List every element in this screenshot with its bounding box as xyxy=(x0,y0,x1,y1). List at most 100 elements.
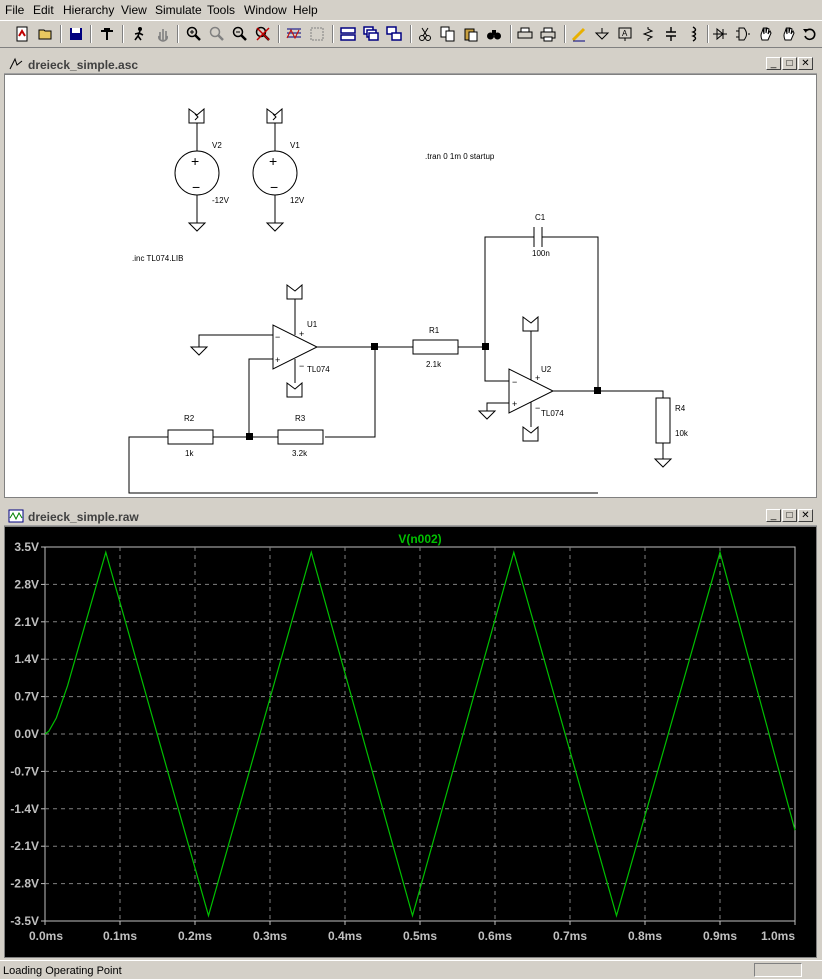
waveform-window-title: dreieck_simple.raw xyxy=(28,510,139,524)
x-tick-label: 0.4ms xyxy=(328,929,362,943)
tile-horizontal-icon[interactable] xyxy=(338,24,358,44)
menu-view[interactable]: View xyxy=(121,3,147,17)
cancel-zoom-icon[interactable] xyxy=(253,24,273,44)
junction-dot xyxy=(246,433,253,440)
menu-simulate[interactable]: Simulate xyxy=(155,3,202,17)
find-icon[interactable] xyxy=(484,24,504,44)
halt-icon[interactable] xyxy=(153,24,173,44)
zoom-in-icon[interactable] xyxy=(184,24,204,44)
y-tick-label: 1.4V xyxy=(14,652,39,666)
resistor-r2[interactable] xyxy=(128,429,598,494)
r2-name: R2 xyxy=(184,414,195,423)
label-net-icon[interactable]: A xyxy=(615,24,635,44)
x-tick-label: 0.8ms xyxy=(628,929,662,943)
waveform-close-button[interactable]: ✕ xyxy=(798,509,813,522)
menu-bar: File Edit Hierarchy View Simulate Tools … xyxy=(0,0,822,20)
tran-directive[interactable]: .tran 0 1m 0 startup xyxy=(425,152,495,161)
schematic-close-button[interactable]: ✕ xyxy=(798,57,813,70)
svg-text:A: A xyxy=(622,29,628,38)
u2-vminus-sign: − xyxy=(535,403,540,413)
v1-plus-sign: + xyxy=(269,153,277,169)
menu-hierarchy[interactable]: Hierarchy xyxy=(63,3,115,17)
open-icon[interactable] xyxy=(36,24,56,44)
cut-icon[interactable] xyxy=(415,24,435,44)
capacitor-icon[interactable] xyxy=(661,24,681,44)
v2-minus-sign: − xyxy=(192,179,200,195)
u1-vplus-sign: + xyxy=(299,329,304,339)
x-tick-label: 0.1ms xyxy=(103,929,137,943)
r2-value: 1k xyxy=(185,449,194,458)
zoom-out-icon[interactable] xyxy=(230,24,250,44)
v2-plus-sign: + xyxy=(191,153,199,169)
y-tick-label: 3.5V xyxy=(14,540,39,554)
y-tick-label: 2.1V xyxy=(14,615,39,629)
draw-wire-icon[interactable] xyxy=(569,24,589,44)
save-icon[interactable] xyxy=(66,24,86,44)
menu-help[interactable]: Help xyxy=(293,3,318,17)
diode-icon[interactable] xyxy=(710,24,730,44)
ground-icon[interactable] xyxy=(592,24,612,44)
schematic-window-title: dreieck_simple.asc xyxy=(28,58,139,72)
y-tick-label: 2.8V xyxy=(14,577,39,591)
opamp-u1[interactable] xyxy=(189,283,376,438)
control-panel-icon[interactable] xyxy=(97,24,117,44)
undo-icon[interactable] xyxy=(800,24,820,44)
move-icon[interactable] xyxy=(756,24,776,44)
menu-tools[interactable]: Tools xyxy=(207,3,236,17)
waveform-minimize-button[interactable]: _ xyxy=(766,509,781,522)
cascade-icon[interactable] xyxy=(361,24,381,44)
capacitor-c1[interactable] xyxy=(484,227,599,391)
schematic-canvas[interactable]: + − + − + − + − + − + − V2 -12V V1 12V .… xyxy=(4,74,817,498)
r4-name: R4 xyxy=(675,404,686,413)
drag-icon[interactable] xyxy=(779,24,799,44)
opamp-u2[interactable] xyxy=(477,315,664,442)
trace-v-n002[interactable] xyxy=(44,550,796,918)
v1-minus-sign: − xyxy=(270,179,278,195)
print-preview-icon[interactable] xyxy=(515,24,535,44)
voltage-source-v2[interactable] xyxy=(174,107,220,232)
u2-inv-sign: − xyxy=(512,377,517,387)
autorange-icon[interactable] xyxy=(284,24,304,44)
y-tick-label: -1.4V xyxy=(10,802,39,816)
r1-name: R1 xyxy=(429,326,440,335)
u2-vplus-sign: + xyxy=(535,373,540,383)
schematic-minimize-button[interactable]: _ xyxy=(766,57,781,70)
x-tick-label: 0.0ms xyxy=(29,929,63,943)
x-tick-label: 0.9ms xyxy=(703,929,737,943)
schematic-maximize-button[interactable]: □ xyxy=(782,57,797,70)
waveform-window-titlebar[interactable]: dreieck_simple.raw _ □ ✕ xyxy=(4,508,817,526)
resistor-r3[interactable] xyxy=(249,429,324,445)
junction-dot xyxy=(594,387,601,394)
tile-vertical-icon[interactable] xyxy=(384,24,404,44)
new-schematic-icon[interactable] xyxy=(12,24,32,44)
x-tick-label: 0.3ms xyxy=(253,929,287,943)
zoom-full-icon[interactable] xyxy=(207,24,227,44)
v2-value: -12V xyxy=(212,196,230,205)
resistor-icon[interactable] xyxy=(638,24,658,44)
waveform-maximize-button[interactable]: □ xyxy=(782,509,797,522)
menu-window[interactable]: Window xyxy=(244,3,287,17)
grid-icon[interactable] xyxy=(307,24,327,44)
v1-name: V1 xyxy=(290,141,300,150)
resistor-r1[interactable] xyxy=(375,339,485,355)
voltage-source-v1[interactable] xyxy=(252,107,298,232)
v1-value: 12V xyxy=(290,196,305,205)
menu-edit[interactable]: Edit xyxy=(33,3,54,17)
trace-label[interactable]: V(n002) xyxy=(398,532,441,546)
component-icon[interactable] xyxy=(733,24,753,44)
paste-icon[interactable] xyxy=(461,24,481,44)
v2-name: V2 xyxy=(212,141,222,150)
resistor-r4[interactable] xyxy=(653,397,673,468)
print-icon[interactable] xyxy=(538,24,558,44)
copy-icon[interactable] xyxy=(438,24,458,44)
schematic-window-titlebar[interactable]: dreieck_simple.asc _ □ ✕ xyxy=(4,56,817,74)
menu-file[interactable]: File xyxy=(5,3,25,17)
u2-name: U2 xyxy=(541,365,552,374)
y-tick-label: -2.8V xyxy=(10,877,39,891)
inductor-icon[interactable] xyxy=(684,24,704,44)
schematic-window-icon xyxy=(9,57,23,70)
run-icon[interactable] xyxy=(129,24,149,44)
inc-directive[interactable]: .inc TL074.LIB xyxy=(132,254,183,263)
waveform-plot[interactable]: V(n002) 3.5V2.8V2.1V1.4V0.7V0.0V-0.7V-1.… xyxy=(5,527,816,957)
